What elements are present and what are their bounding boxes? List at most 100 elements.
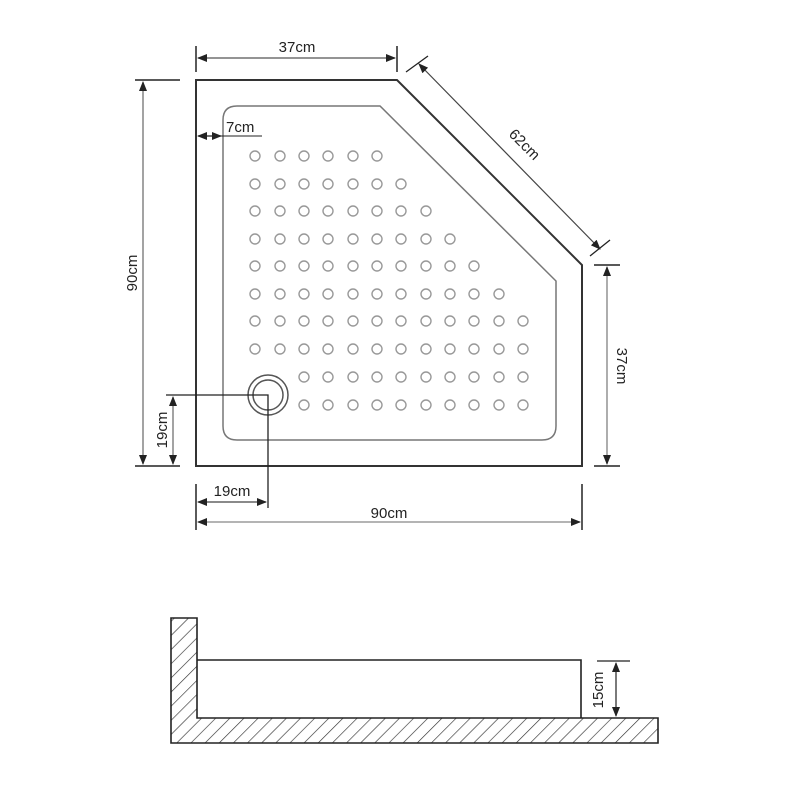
anti-slip-dot (493, 343, 505, 355)
anti-slip-dot (274, 178, 286, 190)
anti-slip-dot (298, 399, 310, 411)
anti-slip-dot (371, 288, 383, 300)
anti-slip-dot (347, 150, 359, 162)
anti-slip-dot (249, 288, 261, 300)
anti-slip-dot (347, 205, 359, 217)
anti-slip-dot (395, 205, 407, 217)
anti-slip-dot (444, 343, 456, 355)
anti-slip-dot (322, 150, 334, 162)
anti-slip-dot (517, 343, 529, 355)
anti-slip-dot (444, 288, 456, 300)
anti-slip-dot (322, 233, 334, 245)
anti-slip-dot (371, 315, 383, 327)
anti-slip-dot (371, 205, 383, 217)
drain-leader-lines (166, 394, 269, 508)
anti-slip-dot (249, 233, 261, 245)
anti-slip-dot (517, 399, 529, 411)
side-section-view: 15cm (170, 617, 659, 744)
anti-slip-dot (298, 233, 310, 245)
label-top-width: 37cm (279, 39, 316, 56)
anti-slip-dot (444, 233, 456, 245)
anti-slip-dot (249, 315, 261, 327)
anti-slip-dot (249, 150, 261, 162)
anti-slip-dot (347, 260, 359, 272)
anti-slip-dot (322, 288, 334, 300)
anti-slip-dot (347, 315, 359, 327)
anti-slip-dot (249, 260, 261, 272)
tray-inner-basin (222, 105, 557, 441)
anti-slip-dot (493, 371, 505, 383)
anti-slip-dot (444, 371, 456, 383)
anti-slip-dot (322, 371, 334, 383)
anti-slip-dot (493, 399, 505, 411)
anti-slip-dot (420, 371, 432, 383)
label-right-side: 37cm (613, 348, 630, 385)
anti-slip-dot (444, 260, 456, 272)
anti-slip-dot (371, 343, 383, 355)
anti-slip-dot (298, 315, 310, 327)
anti-slip-dot (493, 288, 505, 300)
anti-slip-dot (371, 178, 383, 190)
tray-profile (197, 659, 582, 718)
anti-slip-dot (371, 260, 383, 272)
anti-slip-dot (298, 178, 310, 190)
anti-slip-dot (249, 205, 261, 217)
anti-slip-dot (395, 233, 407, 245)
anti-slip-dot (274, 343, 286, 355)
anti-slip-dot (322, 315, 334, 327)
anti-slip-dot (347, 399, 359, 411)
anti-slip-dot (493, 315, 505, 327)
anti-slip-dot (347, 178, 359, 190)
anti-slip-dot (420, 260, 432, 272)
anti-slip-dot (395, 260, 407, 272)
anti-slip-dot (371, 399, 383, 411)
anti-slip-dot (395, 371, 407, 383)
anti-slip-dot (371, 233, 383, 245)
anti-slip-dot (298, 343, 310, 355)
anti-slip-dot (468, 288, 480, 300)
label-drain-y: 19cm (154, 412, 171, 449)
anti-slip-dot (322, 399, 334, 411)
anti-slip-dot (395, 288, 407, 300)
anti-slip-dot (517, 315, 529, 327)
tray-outer-outline (195, 79, 583, 467)
anti-slip-dot (468, 343, 480, 355)
anti-slip-dot (468, 399, 480, 411)
anti-slip-dot (420, 288, 432, 300)
label-drain-x: 19cm (214, 483, 251, 500)
dim-diagonal (418, 63, 601, 250)
anti-slip-dot (322, 260, 334, 272)
anti-slip-dot (347, 288, 359, 300)
anti-slip-dot (371, 371, 383, 383)
anti-slip-dot (274, 260, 286, 272)
anti-slip-dot (298, 288, 310, 300)
anti-slip-dot (395, 315, 407, 327)
anti-slip-dot (420, 343, 432, 355)
anti-slip-dot (298, 371, 310, 383)
anti-slip-dot (371, 150, 383, 162)
anti-slip-dot (468, 260, 480, 272)
anti-slip-dot (420, 399, 432, 411)
anti-slip-dot (322, 205, 334, 217)
anti-slip-dot (298, 150, 310, 162)
anti-slip-dot (444, 399, 456, 411)
anti-slip-dot (444, 315, 456, 327)
anti-slip-dot (468, 371, 480, 383)
anti-slip-dot (395, 399, 407, 411)
anti-slip-dot (274, 288, 286, 300)
label-left-height: 90cm (124, 255, 141, 292)
anti-slip-dot (249, 178, 261, 190)
anti-slip-dots (249, 150, 529, 411)
label-bottom-width: 90cm (371, 505, 408, 522)
anti-slip-dot (468, 315, 480, 327)
anti-slip-dot (420, 233, 432, 245)
anti-slip-dot (249, 343, 261, 355)
label-depth: 15cm (590, 672, 607, 709)
anti-slip-dot (420, 315, 432, 327)
anti-slip-dot (322, 178, 334, 190)
label-rim: 7cm (226, 119, 254, 136)
anti-slip-dot (322, 343, 334, 355)
anti-slip-dot (274, 315, 286, 327)
anti-slip-dot (420, 205, 432, 217)
